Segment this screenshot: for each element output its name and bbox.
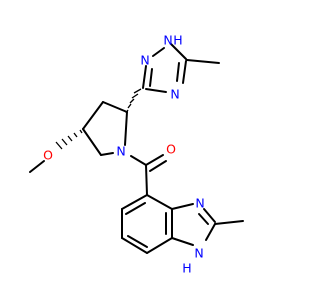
bond-pyrrolidine-n1-c2 <box>124 111 128 146</box>
atom-methoxy-oxygen: O <box>43 148 53 163</box>
atom-benzimidazole-n3: N <box>195 196 204 211</box>
chemical-structure-diagram: N H N N O N O N N H <box>29 33 244 276</box>
bond-benzene-c7-c7a <box>146 237 173 254</box>
bond-benzene-c6-c7 <box>121 237 148 254</box>
bond-triazole-n2-n1 <box>152 47 165 57</box>
bond-triazole-n4-c3 <box>145 88 167 93</box>
bonds <box>29 43 244 254</box>
atom-carbonyl-oxygen: O <box>166 142 176 157</box>
bond-imidazole-n1-c7a <box>171 237 194 246</box>
bond-triazole-c3-n2-double <box>149 68 153 87</box>
bond-triazole-c3-n2 <box>142 65 147 89</box>
bond-benzene-c4-c5 <box>121 194 148 210</box>
bond-pyrrolidine-c3-c4 <box>82 101 104 130</box>
bond-triazole-c5-n4-double <box>176 62 180 82</box>
bond-methoxy-o-ch3 <box>29 160 45 173</box>
bond-carbonyl-c-o-double <box>149 160 167 172</box>
bond-triazole-n1-c5 <box>170 43 187 60</box>
bond-benzene-c3a-c4 <box>146 194 173 210</box>
bond-benzene-c6-c7-inner <box>127 235 148 248</box>
atom-triazole-n4: N <box>170 87 179 102</box>
bond-pyrrolidine-c4-c5 <box>82 128 102 156</box>
bond-carbonyl-c-o <box>145 154 164 166</box>
bond-imidazole-n3-c2-double <box>198 213 209 225</box>
bond-imidazole-methyl <box>214 220 244 225</box>
atom-labels: N H N N O N O N N H <box>43 33 205 276</box>
stereo-wedge-c2-triazole <box>125 88 142 114</box>
atom-triazole-n2: N <box>140 53 149 68</box>
atom-benzimidazole-n1: N <box>194 246 203 261</box>
atom-triazole-h: H <box>173 33 182 48</box>
bond-n1-carbonyl-c <box>130 155 147 166</box>
atom-pyrrolidine-nitrogen: N <box>116 144 125 159</box>
bond-triazole-c5-n4 <box>182 60 187 84</box>
atom-benzimidazole-h: H <box>182 261 191 276</box>
bond-imidazole-c3a-n3 <box>171 203 194 210</box>
bond-pyrrolidine-c2-c3 <box>102 101 128 113</box>
atom-triazole-n1: N <box>163 33 172 48</box>
bond-imidazole-n3-c2 <box>203 208 216 223</box>
bond-pyrrolidine-c5-n1 <box>100 152 114 156</box>
bond-imidazole-c2-n1 <box>205 223 216 241</box>
stereo-wedge-c4-methoxy <box>55 129 83 150</box>
bond-carbonyl-c-aryl <box>145 164 148 196</box>
bond-benzene-c4-c5-inner <box>125 202 146 215</box>
bond-triazole-methyl <box>186 59 220 64</box>
